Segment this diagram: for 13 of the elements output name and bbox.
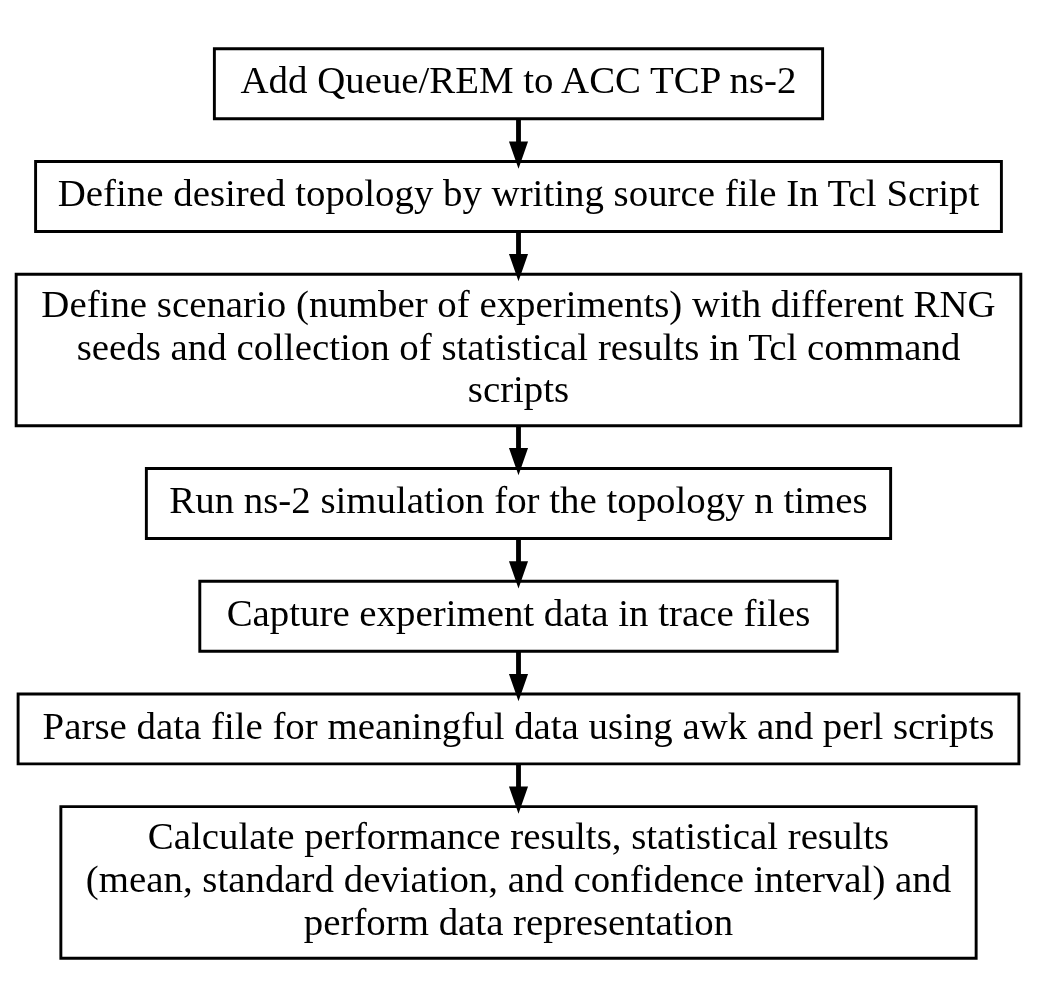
arrow [508,118,529,169]
arrow [508,651,529,702]
node-box: Run ns-2 simulation for the topology n times [144,467,893,540]
node-box: Parse data file for meaningful data using awk and perl scripts [16,692,1021,766]
node-box: Define scenario (number of experiments) with different RNG seeds and collection of statistical results in Tcl command scripts [14,272,1023,428]
node-box: Calculate performance results, statistical results (mean, standard deviation, and confidence interval) and perform data representation [59,805,978,960]
node-box: Capture experiment data in trace files [198,579,839,653]
arrow [508,538,529,589]
node-box: Define desired topology by writing source file In Tcl Script [34,160,1003,233]
arrow [508,231,529,282]
arrow [508,764,529,814]
node-box: Add Queue/REM to ACC TCP ns-2 [212,47,825,121]
arrow [508,425,529,476]
